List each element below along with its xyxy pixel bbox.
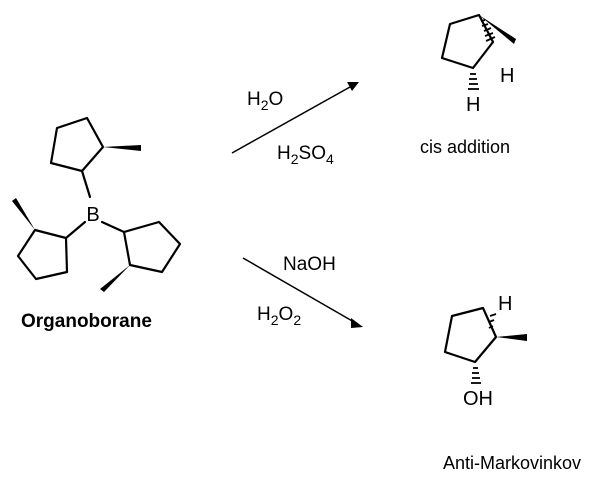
- bottom-product-structure: H OH Anti-Markovinkov: [443, 293, 581, 473]
- top-product-h-2: H: [466, 94, 480, 116]
- boron-right-ring-bond: [100, 220, 126, 234]
- left-cyclopentyl-ring: [16, 228, 69, 281]
- top-reagent-water: H2O: [247, 89, 283, 113]
- top-reaction-arrow: H2O H2SO4: [231, 82, 359, 167]
- bottom-product-h: H: [498, 293, 512, 315]
- top-product-structure: H H cis addition: [420, 13, 516, 157]
- reactant-name: Organoborane: [21, 311, 152, 332]
- top-arrow-head: [347, 82, 359, 91]
- top-product-h-1: H: [500, 65, 514, 87]
- bottom-product-caption: Anti-Markovinkov: [443, 453, 581, 473]
- top-product-ring: [440, 13, 495, 70]
- bottom-reagent-peroxide: H2O2: [257, 304, 301, 328]
- top-ring-methyl-wedge: [103, 145, 141, 151]
- left-ring-methyl-wedge: [12, 198, 35, 230]
- right-cyclopentyl-ring: [122, 220, 182, 274]
- boron-atom: B: [86, 204, 99, 226]
- top-reagent-sulfuric-acid: H2SO4: [277, 143, 334, 167]
- top-ring-boron-bond: [80, 169, 92, 199]
- bottom-reaction-arrow: NaOH H2O2: [242, 254, 363, 328]
- bottom-arrow-head: [351, 318, 363, 328]
- top-product-hash-bond-2: [468, 73, 479, 90]
- top-cyclopentyl-ring: [49, 116, 105, 173]
- bottom-product-hash-bond-h: [488, 313, 497, 329]
- bottom-product-ring: [443, 306, 498, 364]
- top-product-methyl-wedge: [479, 15, 516, 44]
- top-product-hash-bond-1: [480, 19, 496, 42]
- top-product-caption: cis addition: [420, 137, 510, 157]
- organoborane-structure: B Organoborane: [12, 116, 182, 332]
- right-ring-methyl-wedge: [100, 265, 130, 292]
- bottom-reagent-naoh: NaOH: [283, 254, 336, 275]
- bottom-product-hash-bond-oh: [471, 367, 481, 384]
- boron-left-ring-bond: [64, 220, 87, 240]
- bottom-product-oh: OH: [463, 388, 493, 410]
- top-arrow-shaft: [231, 86, 351, 154]
- bottom-arrow-shaft: [242, 257, 355, 323]
- bottom-product-methyl-wedge: [496, 334, 527, 341]
